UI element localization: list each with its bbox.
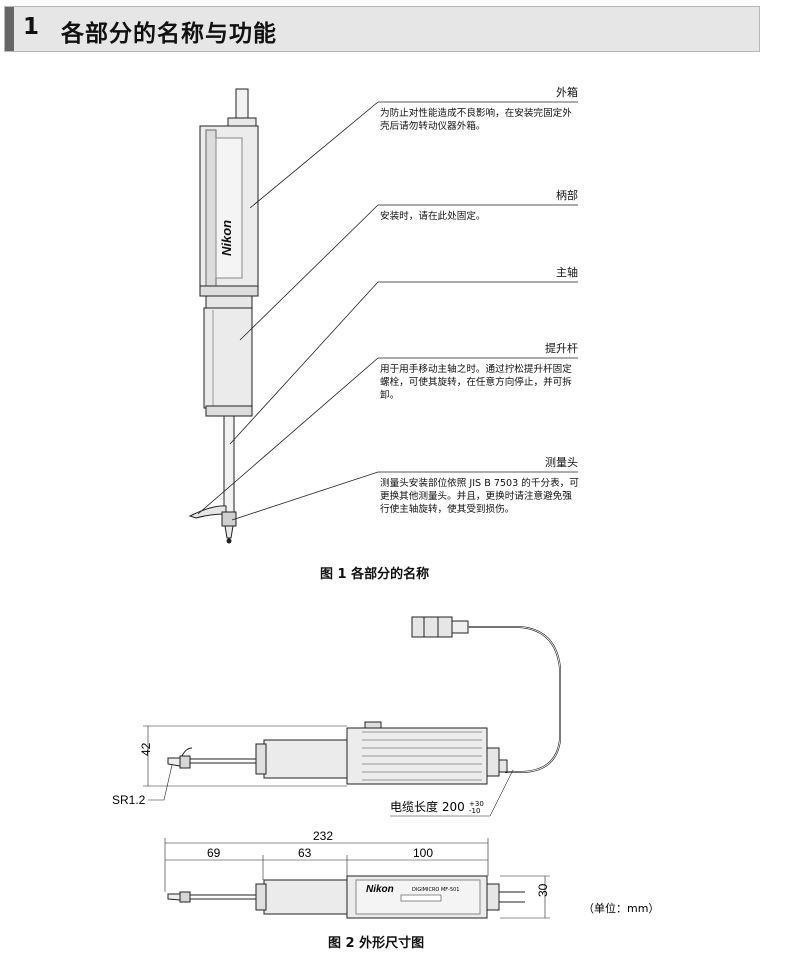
leader-head — [231, 471, 578, 521]
section-header: 1 各部分的名称与功能 — [4, 6, 760, 52]
desc-lever: 用于用手移动主轴之时。通过拧松提升杆固定螺栓，可使其旋转，在任意方向停止，并可拆… — [380, 364, 572, 401]
cable-tol-minus: -10 — [469, 807, 480, 815]
section-number: 1 — [23, 14, 40, 40]
cable-tol-plus: +30 — [469, 800, 484, 808]
unit-note: （单位：mm） — [583, 901, 659, 915]
figure2-caption: 图 2 外形尺寸图 — [328, 936, 425, 951]
label-handle: 柄部 — [556, 189, 578, 202]
cable-length-label: 电缆长度 200 — [390, 799, 465, 814]
brand-logo: Nikon — [219, 220, 234, 256]
label-case: 外箱 — [556, 86, 578, 99]
header-accent-bar — [5, 7, 14, 51]
dim-100: 100 — [413, 846, 433, 860]
side-stem — [263, 739, 348, 779]
dim-63: 63 — [298, 846, 312, 860]
label-spindle: 主轴 — [556, 266, 578, 279]
leader-lever — [197, 357, 578, 515]
label-lever: 提升杆 — [545, 342, 578, 355]
section-title: 各部分的名称与功能 — [61, 21, 277, 47]
body-brand-logo: Nikon — [366, 884, 394, 895]
leader-spindle — [229, 281, 578, 445]
dim-30: 30 — [536, 883, 550, 897]
desc-head: 测量头安装部位依照 JIS B 7503 的千分表，可更换其他测量头。并且，更换… — [380, 478, 579, 515]
cable-connector — [411, 616, 453, 638]
dim-69: 69 — [207, 846, 221, 860]
body-model-label: DIGIMICRO MF-501 — [412, 887, 460, 893]
dim-42: 42 — [139, 742, 153, 756]
desc-case: 为防止对性能造成不良影响，在安装完固定外壳后请勿转动仪器外箱。 — [380, 108, 572, 132]
leader-handle — [239, 204, 578, 341]
label-head: 测量头 — [545, 456, 578, 469]
figure1-caption: 图 1 各部分的名称 — [320, 567, 430, 582]
desc-handle: 安装时，请在此处固定。 — [380, 211, 486, 222]
dim-total: 232 — [313, 829, 333, 843]
leader-case — [249, 101, 578, 209]
stem — [203, 307, 253, 409]
dim-sr: SR1.2 — [112, 793, 146, 807]
top-stem — [263, 879, 348, 915]
